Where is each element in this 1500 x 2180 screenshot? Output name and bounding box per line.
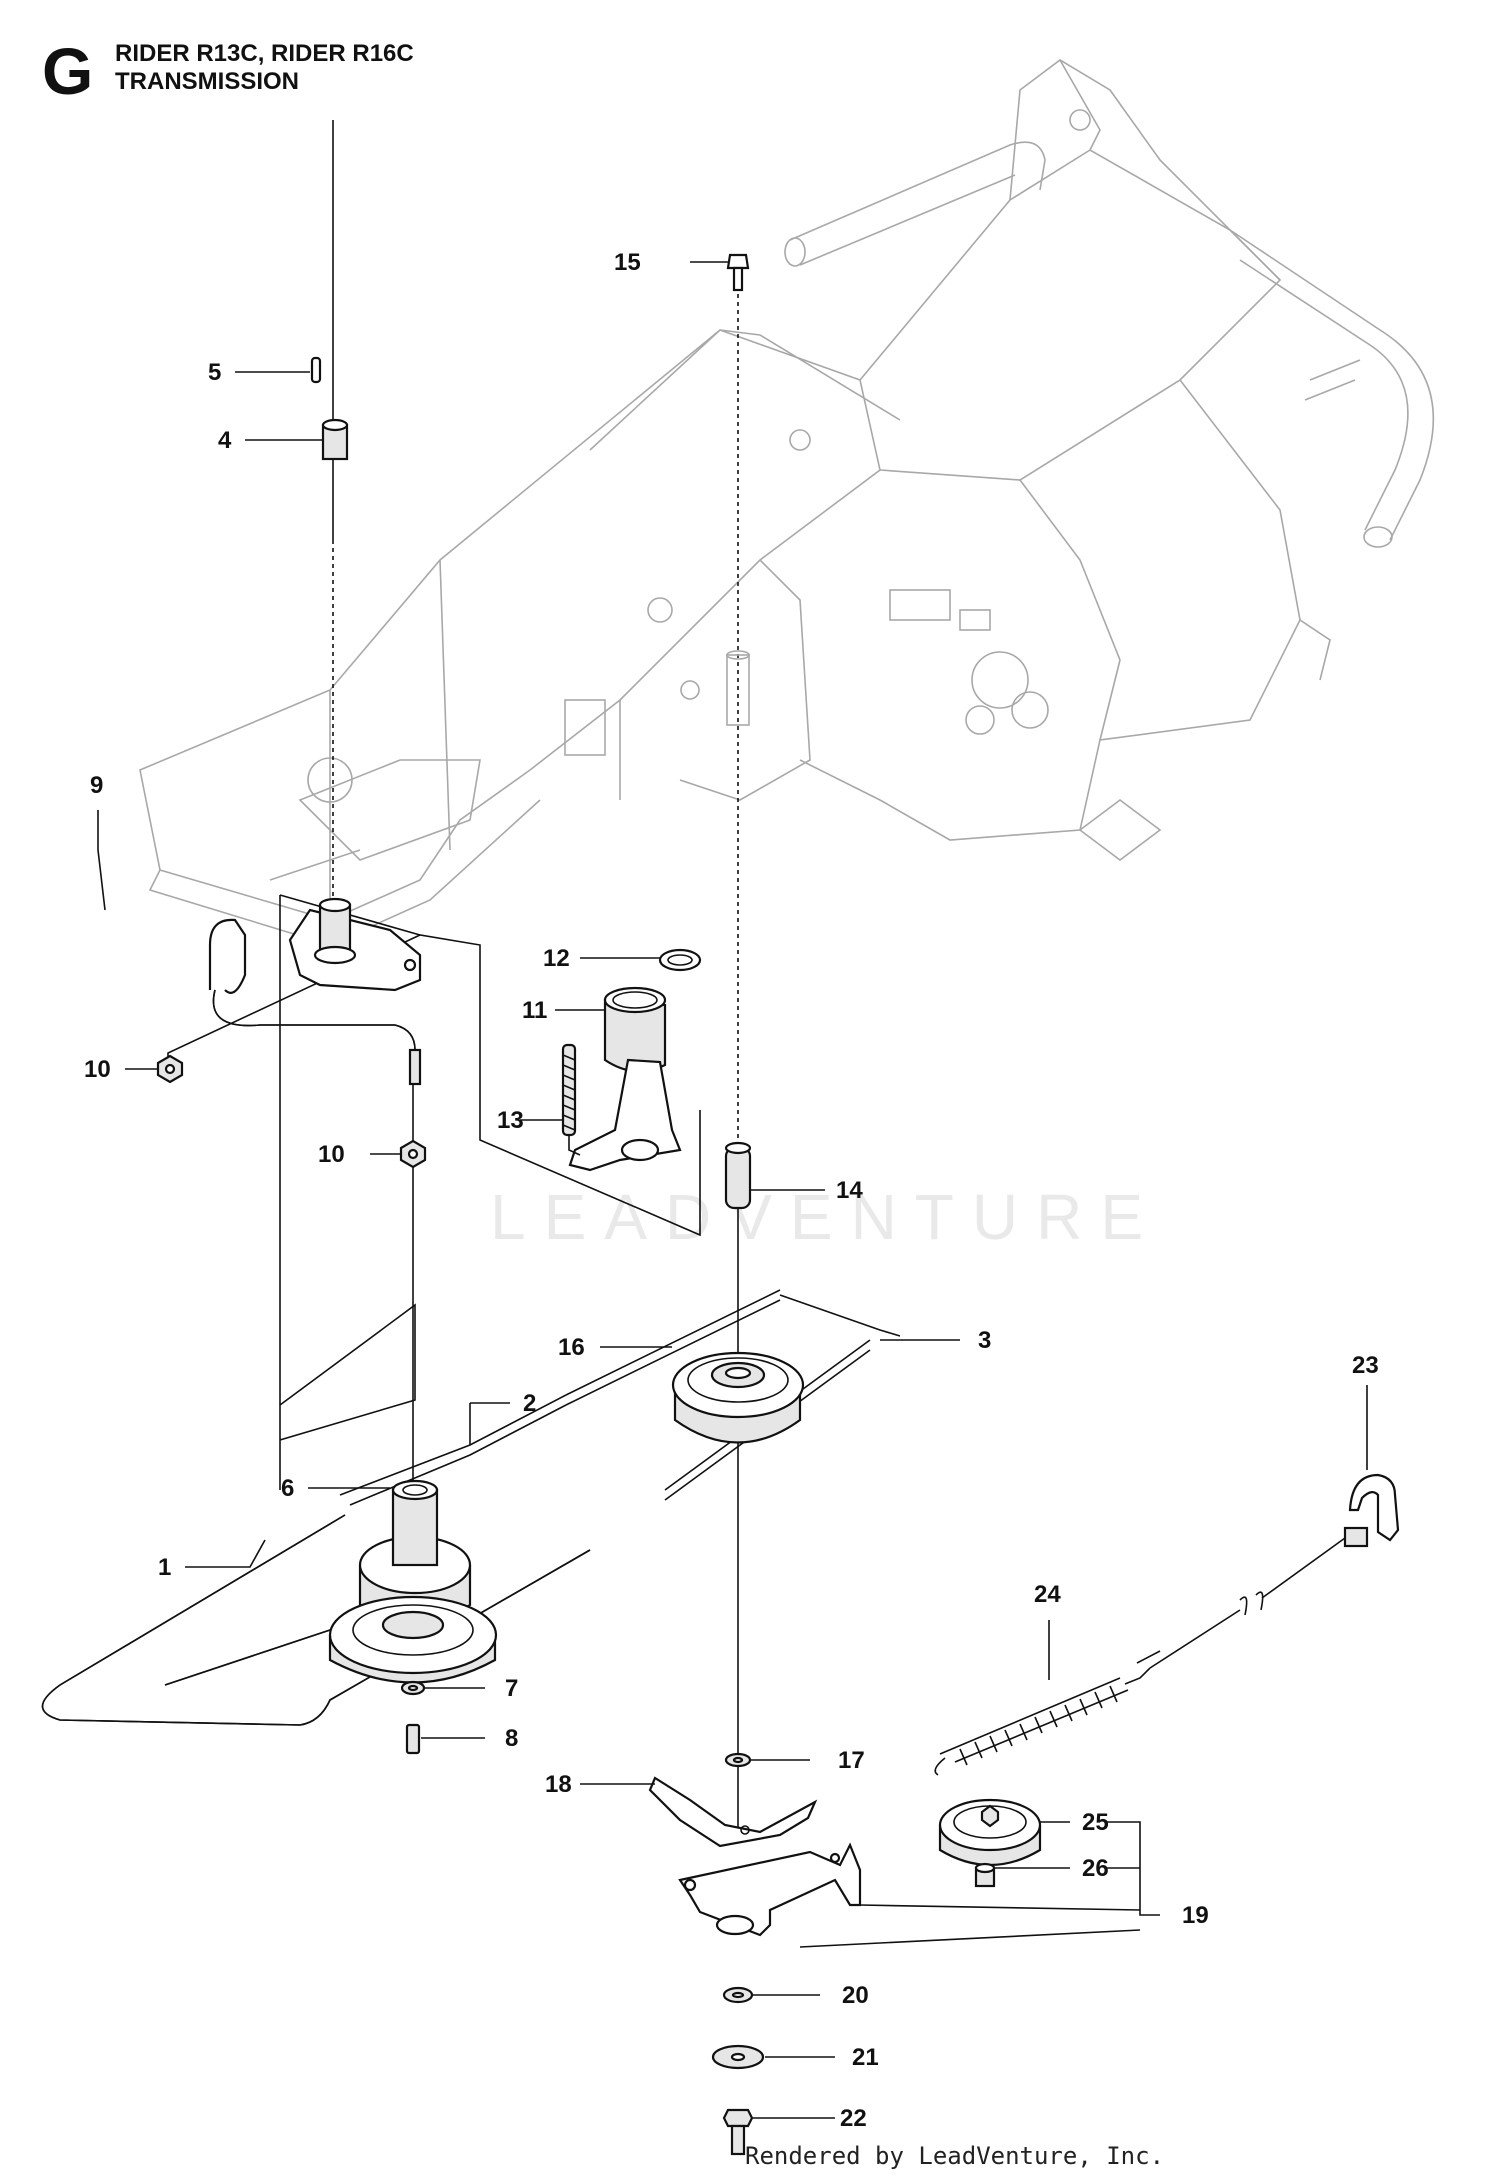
part-24-tension-spring: [934, 1667, 1151, 1776]
part-23-cable-clip: [1343, 1473, 1400, 1548]
callout-9: 9: [90, 772, 103, 799]
part-20-washer: [722, 1986, 754, 2004]
cable-line: [1136, 1537, 1346, 1669]
part-10-nut-center: [399, 1139, 427, 1169]
part-25-idler-pulley: [938, 1798, 1042, 1866]
callout-24: 24: [1034, 1581, 1061, 1608]
part-8-bolt: [405, 1723, 421, 1755]
callout-15: 15: [614, 249, 641, 276]
part-4-spacer: [321, 418, 349, 461]
part-18-plate: [648, 1776, 818, 1848]
callout-23: 23: [1352, 1352, 1379, 1379]
pivot-bracket: [288, 897, 422, 992]
callout-4: 4: [218, 427, 232, 454]
callout-7: 7: [505, 1675, 518, 1702]
callout-11: 11: [522, 997, 547, 1024]
callout-10-left: 10: [84, 1056, 111, 1083]
part-22-bolt: [722, 2108, 754, 2156]
section-letter: G: [42, 34, 94, 108]
part-16-idler-pulley: [671, 1351, 805, 1444]
callout-14: 14: [836, 1177, 863, 1204]
part-13-spring: [561, 1043, 581, 1156]
part-10-nut-left: [156, 1054, 184, 1084]
callout-18: 18: [545, 1771, 572, 1798]
diagram-title: RIDER R13C, RIDER R16C TRANSMISSION: [115, 40, 414, 96]
callout-19: 19: [1182, 1902, 1209, 1929]
part-11-idler-arm-sleeve: [568, 986, 682, 1172]
assembly-outline: [167, 894, 701, 1490]
watermark-text: LEADVENTURE: [490, 1181, 1161, 1253]
part-6-engine-pulley: [328, 1479, 498, 1684]
part-19-idler-bracket: [678, 1842, 862, 1937]
title-assembly: TRANSMISSION: [115, 68, 300, 95]
callout-8: 8: [505, 1725, 518, 1752]
callout-12: 12: [543, 945, 570, 972]
callout-numbers: 1 2 3 4 5 6 7 8 9 10 10 11 12 13 14 15 1…: [84, 249, 1379, 2132]
rendered-by-credit: Rendered by LeadVenture, Inc.: [745, 2142, 1165, 2170]
part-17-washer: [724, 1752, 752, 1768]
part-15-bolt: [726, 253, 750, 292]
callout-25: 25: [1082, 1809, 1109, 1836]
callout-5: 5: [208, 359, 221, 386]
callout-6: 6: [281, 1475, 294, 1502]
callout-10-center: 10: [318, 1141, 345, 1168]
chassis-frame: [139, 59, 1435, 946]
callout-26: 26: [1082, 1855, 1109, 1882]
part-21-washer: [711, 2044, 765, 2070]
part-9-rod: [208, 918, 422, 1086]
callout-20: 20: [842, 1982, 869, 2009]
part-5-pin: [310, 356, 322, 384]
callout-16: 16: [558, 1334, 585, 1361]
part-14-pivot-pin: [724, 1141, 752, 1210]
part-14-frame-bushing-upper: [726, 650, 750, 726]
part-1-drive-belt: [41, 1514, 591, 1726]
title-models: RIDER R13C, RIDER R16C: [115, 40, 414, 67]
leader-lines: [97, 261, 1368, 2119]
callout-22: 22: [840, 2105, 867, 2132]
part-7-washer: [400, 1680, 426, 1696]
part-12-e-clip: [658, 948, 702, 972]
callout-21: 21: [852, 2044, 879, 2071]
callout-13: 13: [497, 1107, 524, 1134]
callout-1: 1: [158, 1554, 171, 1581]
part-26-spacer: [974, 1862, 996, 1888]
callout-3: 3: [978, 1327, 991, 1354]
callout-2: 2: [523, 1390, 536, 1417]
callout-17: 17: [838, 1747, 865, 1774]
